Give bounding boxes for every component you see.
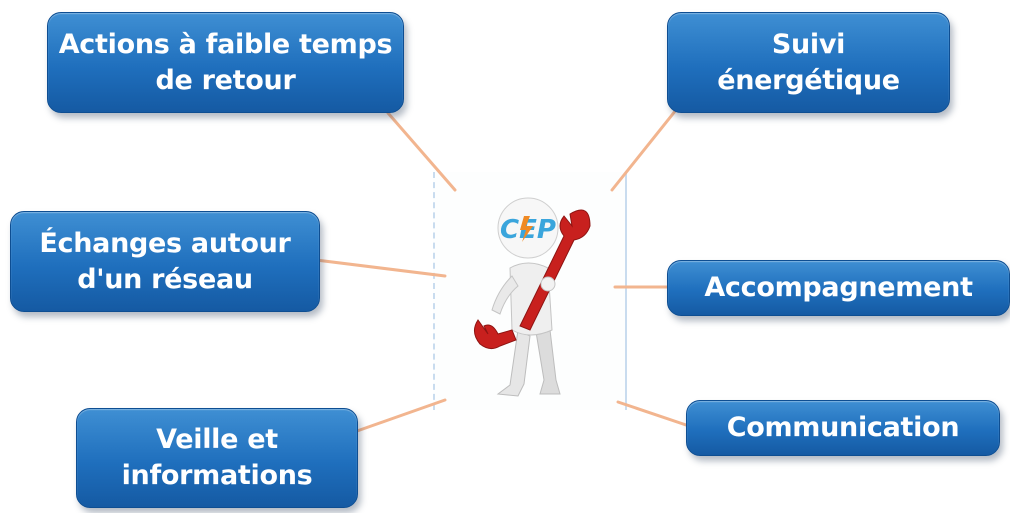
box-line: Veille et	[156, 424, 278, 455]
connector-bottom-right	[616, 400, 697, 430]
box-accompagnement: Accompagnement	[667, 260, 1010, 316]
person-with-wrench-icon: CEP	[474, 197, 591, 397]
box-line: Communication	[726, 412, 960, 443]
bolt-icon	[520, 216, 533, 242]
box-line: Actions à faible temps	[58, 28, 393, 60]
box-veille-informations: Veille et informations	[76, 408, 358, 508]
box-actions-faible-temps-retour: Actions à faible temps de retour	[47, 12, 404, 113]
box-line: Accompagnement	[704, 272, 973, 303]
box-line: Échanges autour	[39, 227, 291, 259]
box-communication: Communication	[686, 400, 1000, 456]
box-line: d'un réseau	[77, 263, 253, 295]
box-line: de retour	[155, 64, 296, 96]
box-suivi-energetique: Suivi énergétique	[667, 12, 950, 113]
connector-mid-left	[298, 256, 447, 278]
box-line: énergétique	[717, 64, 900, 96]
connector-top-left	[386, 111, 457, 192]
box-line: Suivi	[771, 28, 846, 60]
box-echanges-reseau: Échanges autour d'un réseau	[10, 211, 320, 312]
box-line: informations	[121, 460, 313, 491]
